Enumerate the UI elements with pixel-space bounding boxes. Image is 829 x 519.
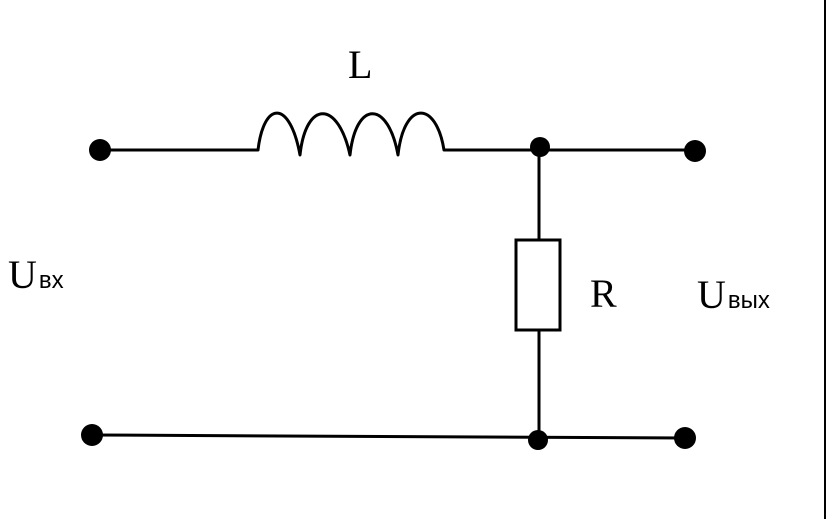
resistor-label: R — [590, 271, 617, 316]
input-voltage-subscript: вх — [39, 267, 64, 294]
output-terminal-bottom — [674, 427, 696, 449]
input-voltage-label: Uвх — [8, 252, 64, 297]
output-terminal-top — [684, 140, 706, 162]
input-terminal-bottom — [81, 424, 103, 446]
output-voltage-label: Uвых — [697, 272, 770, 317]
bottom-wire — [90, 433, 687, 440]
inductor-coil — [256, 111, 446, 157]
output-voltage-subscript: вых — [728, 287, 770, 314]
junction-top — [530, 137, 550, 157]
resistor-body — [514, 238, 562, 332]
inductor-label: L — [348, 42, 372, 87]
junction-bottom — [528, 430, 548, 450]
input-terminal-top — [89, 139, 111, 161]
input-voltage-symbol: U — [8, 252, 37, 297]
output-voltage-symbol: U — [697, 272, 726, 317]
